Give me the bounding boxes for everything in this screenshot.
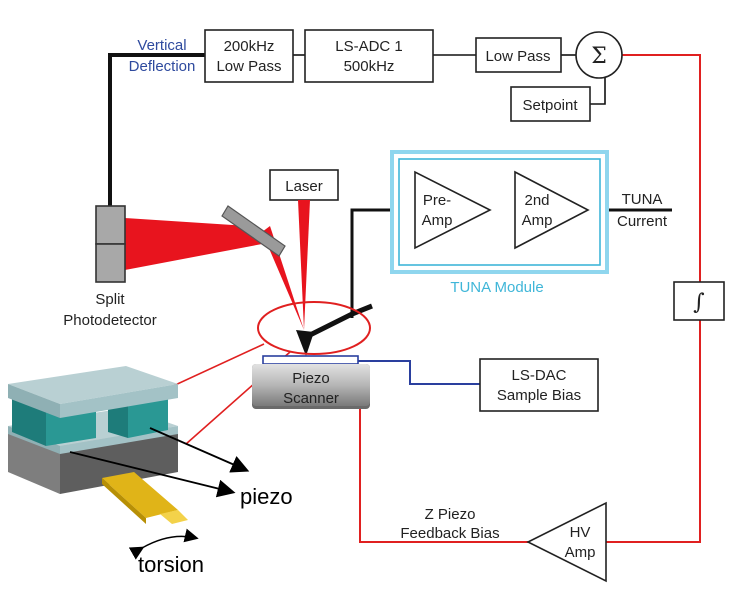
mirror xyxy=(221,205,286,257)
tuna-module-label: TUNA Module xyxy=(450,279,543,296)
top-plate-front xyxy=(8,384,60,418)
torsion-callout-label: torsion xyxy=(138,552,204,577)
piezo-arrow-lower xyxy=(69,451,236,498)
piezo-scanner-line2: Scanner xyxy=(283,390,339,407)
photodetector-label: Photodetector xyxy=(63,312,156,329)
device-3d-illustration xyxy=(8,366,188,524)
torsion-beam-front xyxy=(102,478,146,524)
tuna-current-line1: TUNA xyxy=(622,191,663,208)
torsion-beam-top xyxy=(102,472,178,518)
second-amp-triangle xyxy=(514,170,590,250)
photodetector-top-half xyxy=(95,205,126,245)
cantilever xyxy=(302,303,373,341)
deflection-label: Deflection xyxy=(129,58,196,75)
torsion-beam-tip xyxy=(160,510,188,524)
piezo-arrow-upper xyxy=(149,427,250,473)
integrator-symbol: ∫ xyxy=(693,290,705,315)
low-pass-label: Low Pass xyxy=(485,48,550,65)
vertical-label: Vertical xyxy=(137,37,186,54)
lowpass-200khz-line1: 200kHz xyxy=(224,38,275,55)
hv-amp-triangle xyxy=(526,501,607,583)
piezo-scanner-face xyxy=(252,364,370,406)
hv-amp-line1: HV xyxy=(570,524,591,541)
ls-dac-line1: LS-DAC xyxy=(511,367,566,384)
ls-adc-line2: 500kHz xyxy=(344,58,395,75)
preamp-line2: Amp xyxy=(422,212,453,229)
torsion-arrow xyxy=(128,528,199,560)
split-label: Split xyxy=(95,291,125,308)
second-amp-line2: Amp xyxy=(522,212,553,229)
second-amp-line1: 2nd xyxy=(524,192,549,209)
deflection-wire xyxy=(108,53,205,210)
sigma-symbol: Σ xyxy=(591,44,607,69)
laser-label: Laser xyxy=(285,178,323,195)
zoom-ellipse xyxy=(257,301,371,355)
setpoint-box xyxy=(510,86,591,122)
laser-beam-to-detector xyxy=(125,218,262,270)
laser-beam-down xyxy=(298,200,310,330)
preamp-triangle xyxy=(414,170,492,250)
ls-dac-line2: Sample Bias xyxy=(497,387,581,404)
lowpass-200khz-box xyxy=(204,29,294,83)
ls-dac-box xyxy=(479,358,599,412)
photodetector-bottom-half xyxy=(95,243,126,283)
tuna-current-line2: Current xyxy=(617,213,668,230)
piezo-callout-label: piezo xyxy=(240,484,293,509)
piezo-block-right-side xyxy=(128,396,168,438)
wire-setpoint-sum xyxy=(590,76,606,105)
z-piezo-line1: Z Piezo xyxy=(425,506,476,523)
lowpass-200khz-line2: Low Pass xyxy=(216,58,281,75)
low-pass-box xyxy=(475,37,562,73)
z-piezo-feedback-wire xyxy=(359,407,528,543)
z-piezo-line2: Feedback Bias xyxy=(400,525,499,542)
setpoint-label: Setpoint xyxy=(522,97,578,114)
top-plate-side xyxy=(60,384,178,418)
top-plate-top xyxy=(8,366,178,404)
piezo-scanner-line1: Piezo xyxy=(292,370,330,387)
integrator-box xyxy=(673,281,725,321)
ls-adc-box xyxy=(304,29,434,83)
hv-amp-line2: Amp xyxy=(565,544,596,561)
afm-tip xyxy=(296,330,314,356)
sample-plate xyxy=(262,355,359,365)
ls-adc-line1: LS-ADC 1 xyxy=(335,38,403,55)
preamp-line1: Pre- xyxy=(423,192,451,209)
summing-junction xyxy=(575,31,623,79)
